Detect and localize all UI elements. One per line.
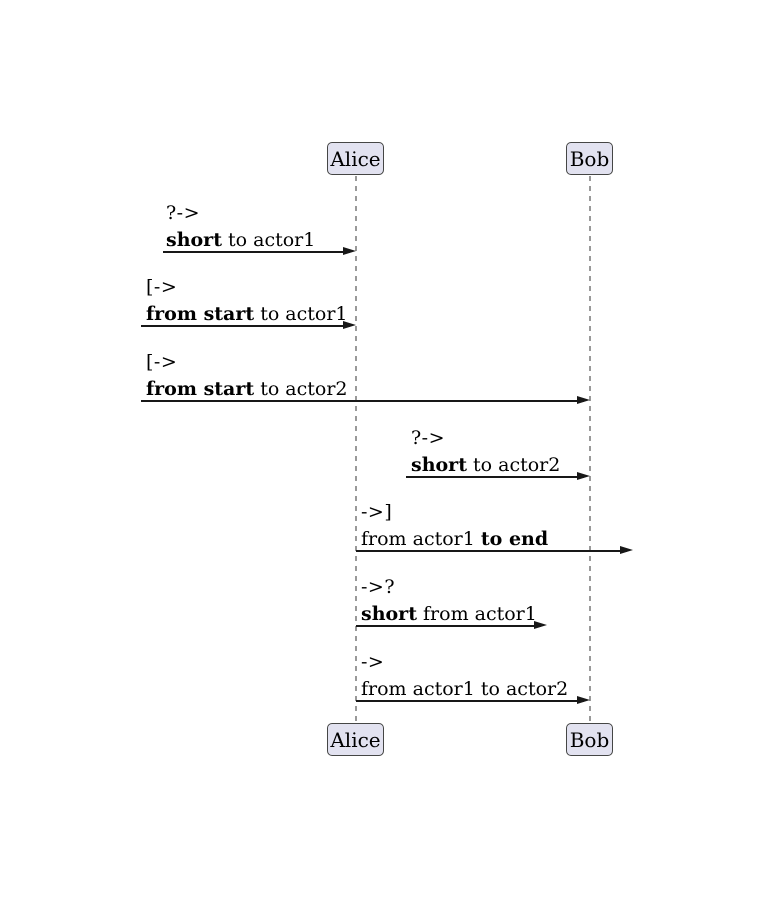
message-text-pre: from actor1 xyxy=(361,528,481,550)
arrowhead-icon xyxy=(343,321,356,329)
actor-box-bob-top: Bob xyxy=(566,142,613,175)
message-text-bold: from start xyxy=(146,378,255,400)
message-text-bold: short xyxy=(411,454,467,476)
actor-name-alice: Alice xyxy=(330,146,381,171)
message-text-post: to actor2 xyxy=(254,378,348,400)
message-arrow-line xyxy=(163,251,350,253)
message-text-bold: short xyxy=(166,229,222,251)
message-text-post: to actor1 xyxy=(221,229,316,251)
actor-box-alice-top: Alice xyxy=(327,142,384,175)
message-prefix: [-> xyxy=(146,276,178,298)
message-prefix: -> xyxy=(361,651,385,673)
actor-box-bob-bottom: Bob xyxy=(566,723,613,756)
actor-name-alice: Alice xyxy=(330,727,381,752)
message-text: short from actor1 xyxy=(361,601,537,628)
message-text: from actor1 to end xyxy=(361,526,548,553)
message-prefix: ?-> xyxy=(411,427,446,449)
message-prefix: ->? xyxy=(361,576,396,598)
lifeline-alice xyxy=(355,176,357,723)
message-prefix: ?-> xyxy=(166,202,201,224)
message-arrow-line xyxy=(356,700,584,702)
message-text-post: to actor2 xyxy=(466,454,561,476)
message-prefix: [-> xyxy=(146,351,178,373)
message-text: short to actor2 xyxy=(411,452,560,479)
message-text: from actor1 to actor2 xyxy=(361,676,568,703)
actor-box-alice-bottom: Alice xyxy=(327,723,384,756)
message-text-bold: short xyxy=(361,603,417,625)
arrowhead-icon xyxy=(577,696,590,704)
message-text-bold: from start xyxy=(146,303,255,325)
arrowhead-icon xyxy=(620,546,633,554)
message-text: from start to actor1 xyxy=(146,301,348,328)
actor-name-bob: Bob xyxy=(569,727,610,752)
message-arrow-line xyxy=(141,400,584,402)
message-text-bold: to end xyxy=(480,528,549,550)
lifeline-bob xyxy=(589,176,591,723)
message-prefix: ->] xyxy=(361,501,393,523)
arrowhead-icon xyxy=(577,396,590,404)
arrowhead-icon xyxy=(534,621,547,629)
actor-name-bob: Bob xyxy=(569,146,610,171)
message-text: from start to actor2 xyxy=(146,376,348,403)
message-text: short to actor1 xyxy=(166,227,315,254)
message-arrow-line xyxy=(356,625,541,627)
arrowhead-icon xyxy=(343,247,356,255)
message-arrow-line xyxy=(141,325,350,327)
message-arrow-line xyxy=(356,550,627,552)
arrowhead-icon xyxy=(577,472,590,480)
message-arrow-line xyxy=(406,476,584,478)
message-text-post: to actor1 xyxy=(254,303,348,325)
message-text-post: from actor1 xyxy=(416,603,537,625)
message-text-pre: from actor1 to actor2 xyxy=(361,678,569,700)
